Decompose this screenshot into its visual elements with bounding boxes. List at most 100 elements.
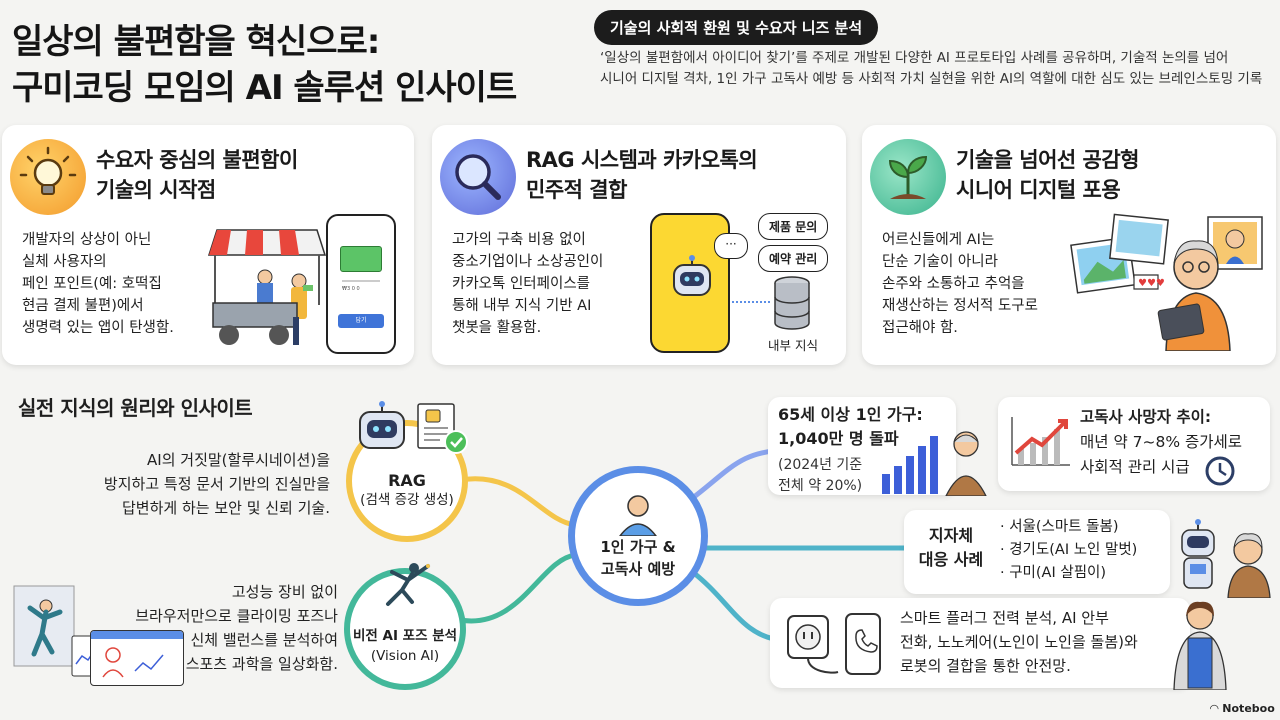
card-body-line: 페인 포인트(예: 호떡집 [22,276,162,292]
local-title: 지자체 대응 사례 [916,524,986,572]
stat2-line3: 사회적 관리 시급 [1080,458,1190,476]
phone-confirm-button: 답기 [338,314,384,328]
page-description: ‘일상의 불편함에서 아이디어 찾기’를 주제로 개발된 다양한 AI 프로토타… [600,48,1272,90]
local-case-item: · 구미(AI 살핌이) [1000,565,1107,581]
stat1-note-line1: (2024년 기준 [778,457,863,473]
stat1-title: 65세 이상 1인 가구: 1,040만 명 돌파 [778,403,923,451]
card-body-line: 재생산하는 정서적 도구로 [882,298,1038,314]
database-label: 내부 지식 [768,338,818,353]
stat2-line1: 고독사 사망자 추이: [1080,408,1212,426]
rag-description-line: AI의 거짓말(할루시네이션)을 [147,451,330,469]
vision-description-line: 고성능 장비 없이 [231,583,338,601]
rag-description-line: 답변하게 하는 보안 및 신뢰 기술. [121,499,330,517]
card-body-line: 접근해야 함. [882,320,958,336]
card-title: 수요자 중심의 불편함이 기술의 시작점 [96,145,298,205]
lightbulb-icon [10,139,86,215]
card-title-line1: 수요자 중심의 불편함이 [96,148,298,172]
brand-name: Noteboo [1222,702,1275,715]
card-body-line: 개발자의 상상이 아닌 [22,232,152,248]
description-line2: 시니어 디지털 격차, 1인 가구 고독사 예방 등 사회적 가치 실현을 위한… [600,71,1263,87]
connector [732,301,770,303]
payment-phone-illustration: ₩3 0 0 답기 [326,214,396,354]
chatbot-robot-icon [673,255,711,296]
card-body-line: 통해 내부 지식 기반 AI [452,298,592,314]
card-user-centered: 수요자 중심의 불편함이 기술의 시작점 개발자의 상상이 아닌 실체 사용자의… [2,125,414,365]
card-title-line2: 시니어 디지털 포용 [956,178,1121,202]
vision-description-line: 스포츠 과학을 일상화함. [185,655,338,673]
page-title-line2: 구미코딩 모임의 AI 솔루션 인사이트 [12,68,517,108]
analysis-screen-icon [90,630,184,686]
stat1-title-line2: 1,040만 명 돌파 [778,429,899,448]
climbing-analysis-illustration [13,585,101,677]
vision-description: 고성능 장비 없이 브라우저만으로 클라이밍 포즈나 신체 밸런스를 분석하여 … [100,580,338,676]
card-body: 고가의 구축 비용 없이 중소기업이나 소상공인이 카카오톡 인터페이스를 통해… [452,229,603,339]
vision-sublabel: (Vision AI) [370,648,440,664]
caregiver-illustration [1173,601,1227,690]
card-title-line2: 민주적 결합 [526,178,627,202]
magnifier-icon [440,139,516,215]
vision-description-line: 신체 밸런스를 분석하여 [190,631,338,649]
card-title-line1: RAG 시스템과 카카오톡의 [526,148,758,172]
stat2-line2: 매년 약 7~8% 증가세로 [1080,433,1243,451]
local-title-line1: 지자체 [928,526,974,545]
section-title: 실전 지식의 원리와 인사이트 [18,396,253,420]
rag-description-line: 방지하고 특정 문서 기반의 진실만을 [103,475,330,493]
database-icon [774,276,810,330]
card-body-line: 중소기업이나 소상공인이 [452,254,604,270]
tag-reservation: 예약 관리 [758,245,829,272]
local-title-line2: 대응 사례 [918,550,984,569]
stat1-note: (2024년 기준 전체 약 20%) [778,455,862,497]
safety-line3: 로봇의 결합을 통한 안전망. [900,657,1071,675]
local-case-item: · 경기도(AI 노인 말벗) [1000,542,1138,558]
card-body-line: 단순 기술이 아니라 [882,254,998,270]
phone-amount: ₩3 0 0 [342,286,360,292]
safety-text: 스마트 플러그 전력 분석, AI 안부 전화, 노노케어(노인이 노인을 돌봄… [900,606,1138,678]
safety-line1: 스마트 플러그 전력 분석, AI 안부 [900,609,1109,627]
safety-line2: 전화, 노노케어(노인이 노인을 돌봄)와 [900,633,1138,651]
center-label-line2: 고독사 예방 [600,560,676,578]
brand-logo-icon: ◠ [1210,702,1223,715]
stat2-text: 고독사 사망자 추이: 매년 약 7~8% 증가세로 사회적 관리 시급 [1080,405,1242,480]
tag-product-inquiry: 제품 문의 [758,213,829,240]
cash-icon [340,246,382,272]
rag-label: RAG [388,470,426,490]
card-title-line1: 기술을 넘어선 공감형 [956,148,1140,172]
card-body-line: 어르신들에게 AI는 [882,232,995,248]
care-robot-senior-illustration [1181,519,1271,598]
local-cases-list: · 서울(스마트 돌봄) · 경기도(AI 노인 말벗) · 구미(AI 살핌이… [1000,516,1137,585]
rising-trend-chart-icon [1011,417,1070,466]
senior-tablet-illustration: ♥♥♥ [1070,213,1263,351]
description-line1: ‘일상의 불편함에서 아이디어 찾기’를 주제로 개발된 다양한 AI 프로토타… [600,50,1229,66]
card-body-line: 챗봇을 활용함. [452,320,542,336]
rag-description: AI의 거짓말(할루시네이션)을 방지하고 특정 문서 기반의 진실만을 답변하… [30,448,330,520]
card-title-line2: 기술의 시작점 [96,178,216,202]
center-label-line1: 1인 가구 & [600,538,676,556]
chat-bubble-icon: ··· [714,233,748,259]
divider [342,280,380,282]
mind-map-connectors [459,447,905,643]
card-body-line: 실체 사용자의 [22,254,107,270]
sprout-icon [870,139,946,215]
page-title-line1: 일상의 불편함을 혁신으로: [12,22,380,62]
svg-text:♥♥♥: ♥♥♥ [1138,278,1165,289]
card-senior-inclusion: 기술을 넘어선 공감형 시니어 디지털 포용 어르신들에게 AI는 단순 기술이… [862,125,1276,365]
safety-net-callout: 스마트 플러그 전력 분석, AI 안부 전화, 노노케어(노인이 노인을 돌봄… [770,598,1190,688]
robot-document-icon [359,401,468,454]
card-title: 기술을 넘어선 공감형 시니어 디지털 포용 [956,145,1140,205]
card-body-line: 현금 결제 불편)에서 [22,298,144,314]
stat1-title-line1: 65세 이상 1인 가구: [778,405,923,424]
local-case-item: · 서울(스마트 돌봄) [1000,519,1119,535]
topic-badge: 기술의 사회적 환원 및 수요자 니즈 분석 [594,10,879,45]
brand-watermark: ◠ Noteboo [1210,702,1275,715]
population-bar-chart-icon [882,431,987,496]
center-node: 1인 가구 & 고독사 예방 [568,466,708,606]
stat1-note-line2: 전체 약 20%) [778,478,863,494]
card-body-line: 카카오톡 인터페이스를 [452,276,591,292]
clock-icon [1205,456,1235,486]
card-body-line: 고가의 구축 비용 없이 [452,232,586,248]
card-title: RAG 시스템과 카카오톡의 민주적 결합 [526,145,758,205]
vision-description-line: 브라우저만으로 클라이밍 포즈나 [135,607,338,625]
street-food-stall-illustration [207,225,327,350]
vision-label: 비전 AI 포즈 분석 [352,628,458,644]
stat-callout-lonely-death: 고독사 사망자 추이: 매년 약 7~8% 증가세로 사회적 관리 시급 [998,397,1270,491]
